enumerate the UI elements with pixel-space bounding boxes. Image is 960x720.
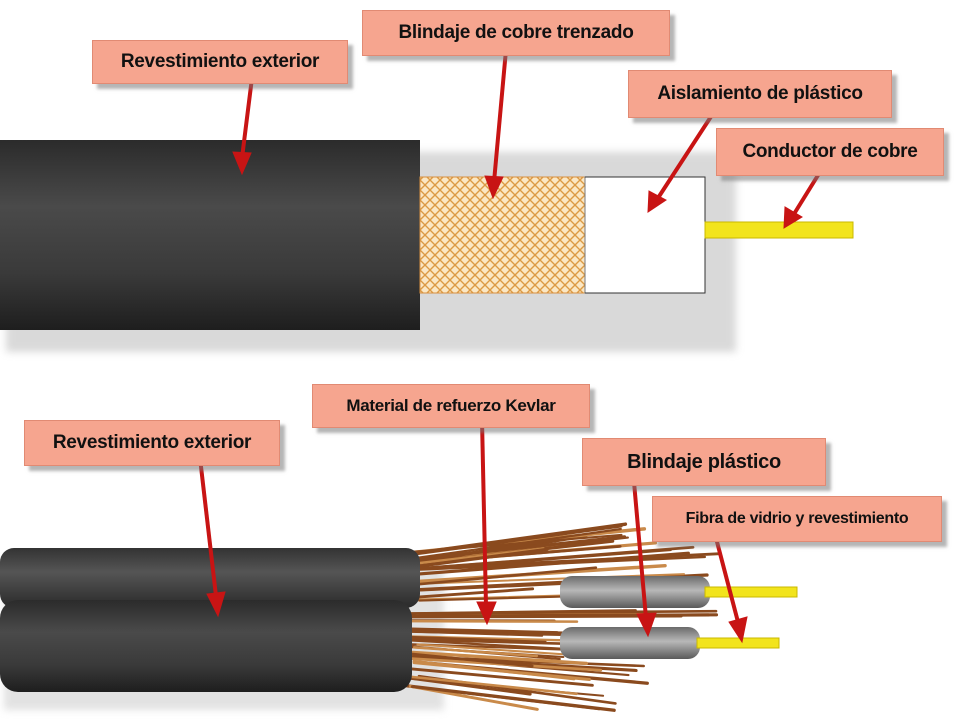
arrow-coax-outer-jacket — [232, 77, 254, 176]
arrow-fiber-plastic-shield — [632, 481, 657, 638]
kevlar-strand — [404, 547, 549, 570]
kevlar-strand — [410, 685, 601, 711]
fiber-plastic-shield-top — [560, 576, 710, 608]
label-coax-braided-shield: Blindaje de cobre trenzado — [362, 10, 670, 56]
fiber-plastic-shield-bottom — [560, 627, 700, 659]
fiber-glass-top — [704, 586, 798, 598]
coax-copper-conductor — [704, 221, 854, 239]
kevlar-strand — [408, 533, 623, 554]
arrow-coax-insulation — [647, 110, 716, 213]
kevlar-strand — [411, 650, 589, 666]
fiber-outer-jacket-top — [0, 548, 420, 608]
arrow-fiber-outer-jacket — [198, 457, 226, 618]
kevlar-strand — [400, 609, 718, 615]
kevlar-strand — [402, 666, 594, 687]
coax-plastic-insulation — [584, 176, 706, 294]
fiber-outer-jacket-bottom — [0, 600, 412, 692]
coax-braided-shield — [419, 176, 586, 294]
kevlar-strand — [404, 652, 534, 668]
arrow-coax-conductor — [783, 170, 822, 229]
coaxial-cable — [0, 140, 854, 330]
label-coax-outer-jacket: Revestimiento exterior — [92, 40, 348, 84]
kevlar-strand — [405, 580, 593, 593]
label-coax-plastic-insulation: Aislamiento de plástico — [628, 70, 892, 118]
arrows — [198, 49, 822, 644]
kevlar-strand — [417, 630, 544, 637]
label-coax-copper-conductor: Conductor de cobre — [716, 128, 944, 176]
coax-outer-jacket — [0, 140, 420, 330]
kevlar-strand — [414, 525, 623, 556]
kevlar-strand — [406, 545, 695, 571]
kevlar-strand — [416, 643, 585, 657]
fiber-kevlar-strands — [398, 522, 722, 712]
kevlar-strand — [403, 535, 627, 562]
kevlar-strand — [412, 646, 539, 658]
label-fiber-plastic-shield: Blindaje plástico — [582, 438, 826, 486]
kevlar-strand — [405, 675, 578, 696]
fiber-cable — [0, 522, 798, 712]
arrow-fiber-glass — [714, 537, 748, 644]
arrow-coax-braid — [484, 49, 508, 200]
kevlar-strand — [412, 659, 576, 681]
arrow-fiber-kevlar — [476, 419, 497, 626]
kevlar-strand — [405, 627, 559, 634]
kevlar-strand — [413, 566, 598, 586]
kevlar-strand — [404, 573, 686, 586]
kevlar-strand — [405, 635, 547, 645]
label-fiber-glass: Fibra de vidrio y revestimiento — [652, 496, 942, 542]
label-fiber-kevlar: Material de refuerzo Kevlar — [312, 384, 590, 428]
kevlar-strand — [406, 639, 589, 652]
fiber-glass-bottom — [696, 637, 780, 649]
label-fiber-outer-jacket: Revestimiento exterior — [24, 420, 280, 466]
kevlar-strand — [399, 587, 535, 600]
